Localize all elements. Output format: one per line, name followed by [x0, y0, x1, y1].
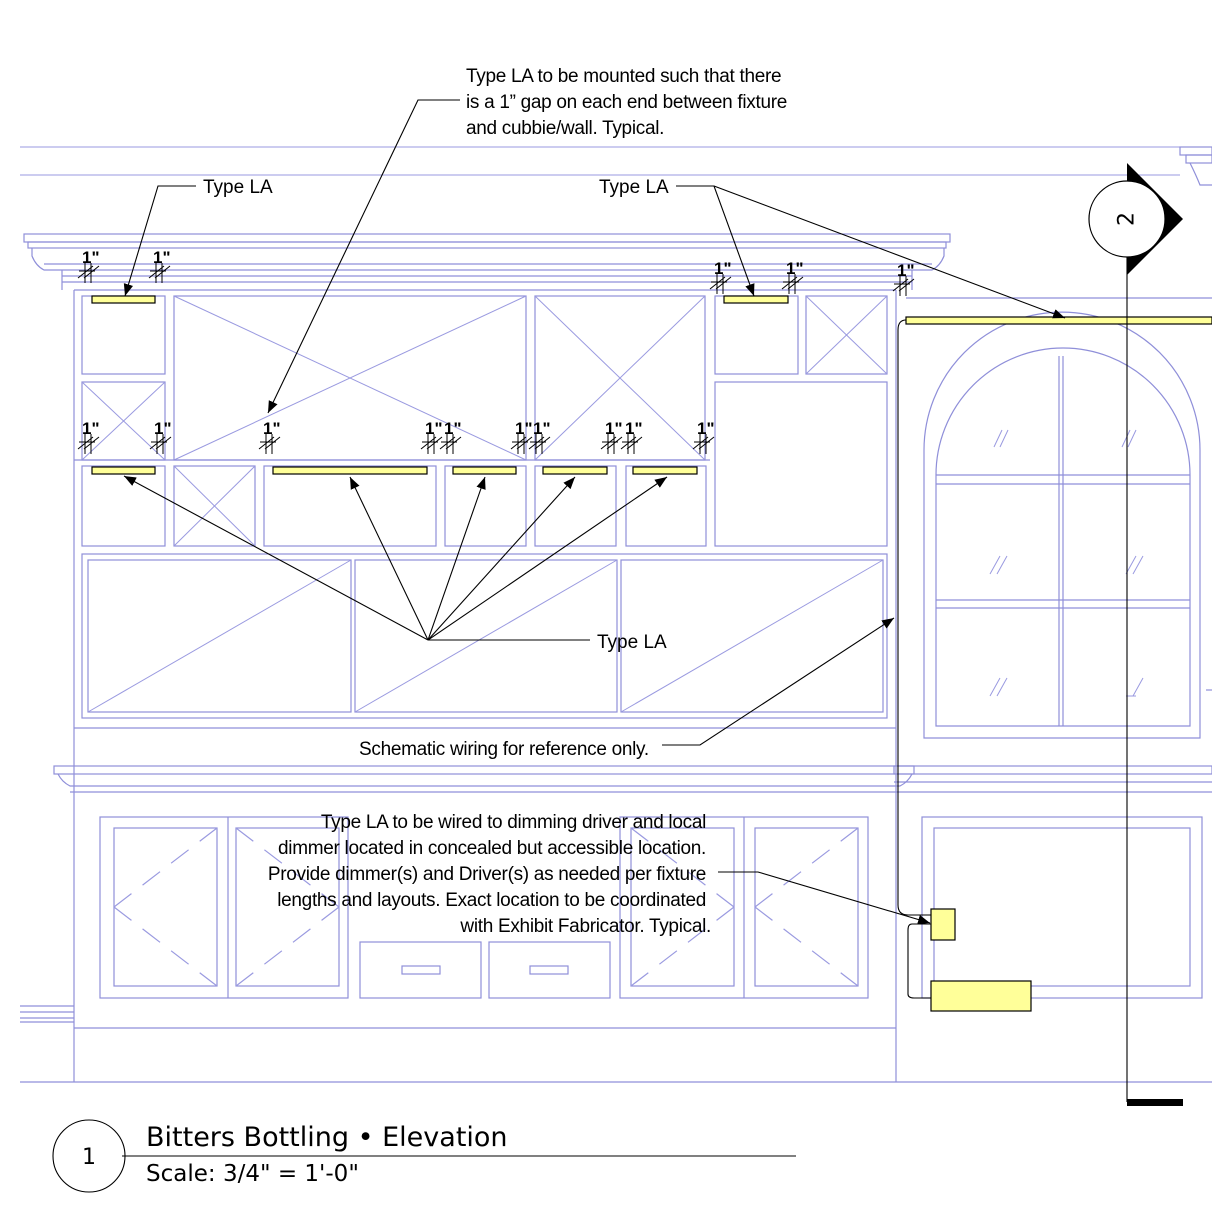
- fixture-la-7: [542, 466, 608, 475]
- type-la-left-label: Type LA: [203, 177, 273, 198]
- drawing-number: 1: [82, 1145, 96, 1170]
- drawing-title: Bitters Bottling • Elevation: [146, 1122, 508, 1153]
- dimension-label: 1": [82, 248, 100, 267]
- schematic-wiring: [897, 319, 931, 999]
- title-block: 1 Bitters Bottling • Elevation Scale: 3/…: [52, 1119, 796, 1193]
- dimension-label: 1": [533, 419, 551, 438]
- dimension-label: 1": [82, 419, 100, 438]
- fixture-la-2: [723, 295, 789, 304]
- dimension-mark: 1": [439, 419, 462, 454]
- dimension-label: 1": [263, 419, 281, 438]
- fixture-la-4: [91, 466, 156, 475]
- dimmer-box: [930, 908, 956, 941]
- mount-note: Type LA to be mounted such that there is…: [466, 66, 792, 139]
- annotations: Type LA to be mounted such that there is…: [203, 66, 792, 937]
- type-la-right-label: Type LA: [599, 177, 669, 198]
- dimension-mark: 1": [781, 259, 804, 294]
- dimension-label: 1": [153, 248, 171, 267]
- dimension-mark: 1": [709, 259, 732, 294]
- fixture-la-5: [272, 466, 428, 475]
- dimension-mark: 1": [528, 419, 551, 454]
- dimension-label: 1": [605, 419, 623, 438]
- dimension-mark: 1": [149, 419, 172, 454]
- dimension-mark: 1": [258, 419, 281, 454]
- fixture-la-6: [452, 466, 517, 475]
- dimension-mark: 1": [77, 248, 100, 283]
- section-marker: 2: [1088, 163, 1183, 1106]
- type-la-middle-label: Type LA: [597, 632, 667, 653]
- drawing-scale: Scale: 3/4" = 1'-0": [146, 1161, 359, 1187]
- dimension-label: 1": [697, 419, 715, 438]
- dimension-mark: 1": [510, 419, 533, 454]
- dimension-label: 1": [714, 259, 732, 278]
- driver-note: Type LA to be wired to dimming driver an…: [268, 812, 711, 937]
- dimension-label: 1": [425, 419, 443, 438]
- fixture-la-1: [91, 295, 156, 304]
- dimension-label: 1": [786, 259, 804, 278]
- dimension-mark: 1": [600, 419, 623, 454]
- dimension-label: 1": [515, 419, 533, 438]
- dimension-mark: 1": [77, 419, 100, 454]
- fixture-la-3: [905, 316, 1212, 325]
- leaders: [123, 99, 1066, 925]
- dimension-mark: 1": [692, 419, 715, 454]
- dimension-mark: 1": [420, 419, 443, 454]
- dimension-label: 1": [897, 261, 915, 280]
- architectural-linework: [20, 146, 1212, 1083]
- dimension-marks: 1"1"1"1"1"1"1"1"1"1"1"1"1"1"1": [77, 248, 915, 454]
- section-number: 2: [1115, 212, 1140, 226]
- dimension-label: 1": [625, 419, 643, 438]
- driver-box: [930, 980, 1032, 1012]
- dimension-label: 1": [444, 419, 462, 438]
- fixture-la-8: [632, 466, 698, 475]
- dimension-mark: 1": [620, 419, 643, 454]
- dimension-mark: 1": [148, 248, 171, 283]
- wiring-note: Schematic wiring for reference only.: [359, 739, 649, 760]
- dimension-label: 1": [154, 419, 172, 438]
- dimension-mark: 1": [892, 261, 915, 296]
